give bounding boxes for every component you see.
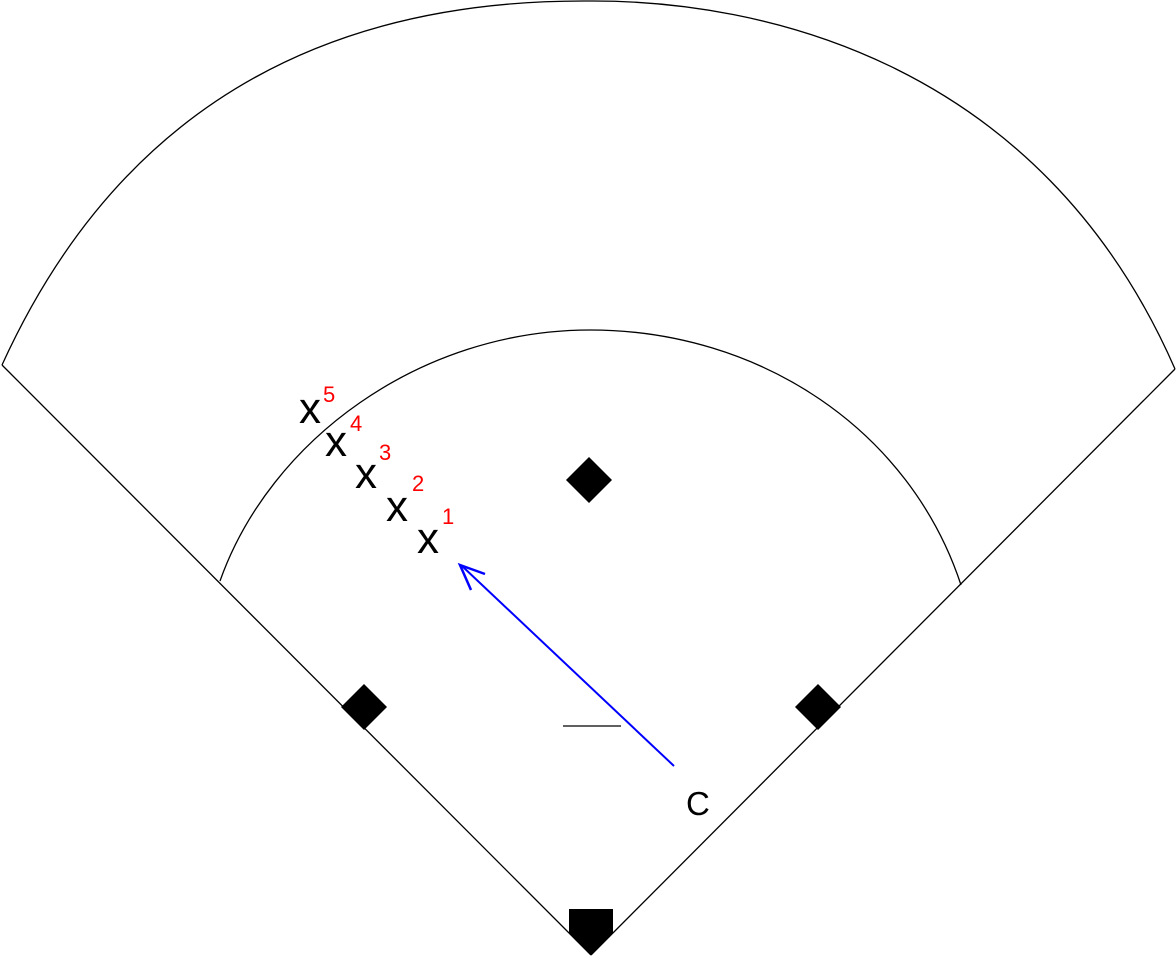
- player-mark: x: [299, 384, 321, 433]
- player-mark: x: [355, 449, 377, 498]
- throw-arrow: [457, 562, 675, 767]
- second-base: [566, 457, 612, 503]
- player-mark: x: [417, 514, 439, 563]
- right-foul-line: [590, 368, 1176, 956]
- player-2: x 2: [386, 471, 424, 531]
- home-plate: [569, 909, 613, 955]
- player-mark: x: [325, 417, 347, 466]
- player-1: x 1: [417, 504, 454, 563]
- player-number: 1: [442, 504, 454, 529]
- infield-arc: [219, 329, 962, 586]
- coach-label: C: [686, 785, 710, 822]
- player-mark: x: [386, 482, 408, 531]
- player-4: x 4: [325, 411, 362, 466]
- player-number: 2: [412, 471, 424, 496]
- player-number: 5: [323, 382, 335, 407]
- player-3: x 3: [355, 440, 391, 498]
- player-number: 4: [350, 411, 362, 436]
- left-foul-line: [1, 364, 592, 956]
- player-5: x 5: [299, 382, 335, 433]
- third-base: [341, 684, 387, 730]
- player-number: 3: [379, 440, 391, 465]
- first-base: [795, 684, 841, 730]
- outfield-fence-arc: [1, 0, 1176, 370]
